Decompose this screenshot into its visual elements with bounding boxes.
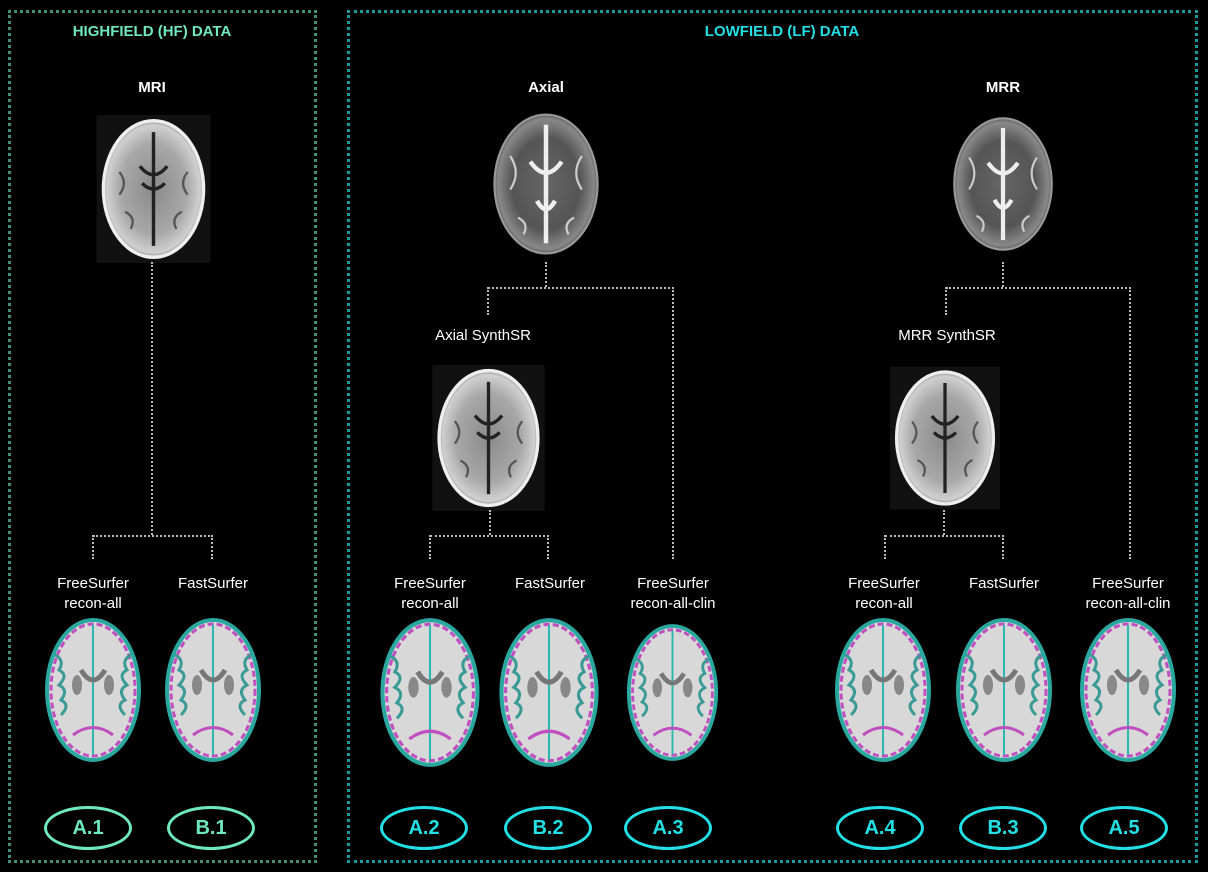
segmentation-brain-image xyxy=(160,615,266,765)
method-id-badge: B.1 xyxy=(167,806,255,850)
connector xyxy=(211,535,213,559)
method-id-badge: A.5 xyxy=(1080,806,1168,850)
method-id-badge: B.3 xyxy=(959,806,1047,850)
connector xyxy=(430,535,549,537)
method-id-badge: A.1 xyxy=(44,806,132,850)
method-id-badge: A.3 xyxy=(624,806,712,850)
connector xyxy=(488,287,674,289)
segmentation-brain-image xyxy=(952,615,1056,765)
method-label: FastSurfer xyxy=(514,575,586,592)
connector xyxy=(1129,287,1131,559)
connector xyxy=(92,535,94,559)
segmentation-brain-image xyxy=(495,615,603,770)
method-id-badge: A.2 xyxy=(380,806,468,850)
connector xyxy=(943,510,945,535)
segmentation-brain-image xyxy=(374,615,486,770)
connector xyxy=(672,287,674,559)
mri-label: MRI xyxy=(138,79,166,96)
mrr-label: MRR xyxy=(985,79,1021,96)
axial-synthsr-brain-image xyxy=(432,365,545,511)
axial-synthsr-label: Axial SynthSR xyxy=(435,327,531,344)
connector xyxy=(1002,262,1004,287)
connector xyxy=(545,262,547,287)
lowfield-title: LOWFIELD (LF) DATA xyxy=(704,23,860,40)
connector xyxy=(429,535,431,559)
connector xyxy=(1002,535,1004,559)
method-id-badge: B.2 xyxy=(504,806,592,850)
connector xyxy=(489,510,491,535)
connector xyxy=(151,262,153,535)
segmentation-brain-image xyxy=(625,615,720,770)
method-label: FastSurfer xyxy=(177,575,249,592)
connector xyxy=(93,535,213,537)
connector xyxy=(945,287,947,315)
connector xyxy=(547,535,549,559)
segmentation-brain-image xyxy=(38,615,148,765)
axial-label: Axial xyxy=(528,79,564,96)
connector xyxy=(885,535,1004,537)
mrr-t2-brain-image xyxy=(950,106,1056,262)
connector xyxy=(946,287,1131,289)
highfield-panel xyxy=(8,10,317,863)
hf-mri-brain-image xyxy=(95,115,212,263)
segmentation-brain-image xyxy=(832,615,934,765)
connector xyxy=(487,287,489,315)
method-label: FastSurfer xyxy=(968,575,1040,592)
mrr-synthsr-label: MRR SynthSR xyxy=(898,327,996,344)
axial-t2-brain-image xyxy=(490,106,602,262)
method-id-badge: A.4 xyxy=(836,806,924,850)
lowfield-panel xyxy=(347,10,1198,863)
highfield-title: HIGHFIELD (HF) DATA xyxy=(72,23,232,40)
connector xyxy=(884,535,886,559)
segmentation-brain-image xyxy=(1075,615,1181,765)
mrr-synthsr-brain-image xyxy=(890,365,1000,511)
